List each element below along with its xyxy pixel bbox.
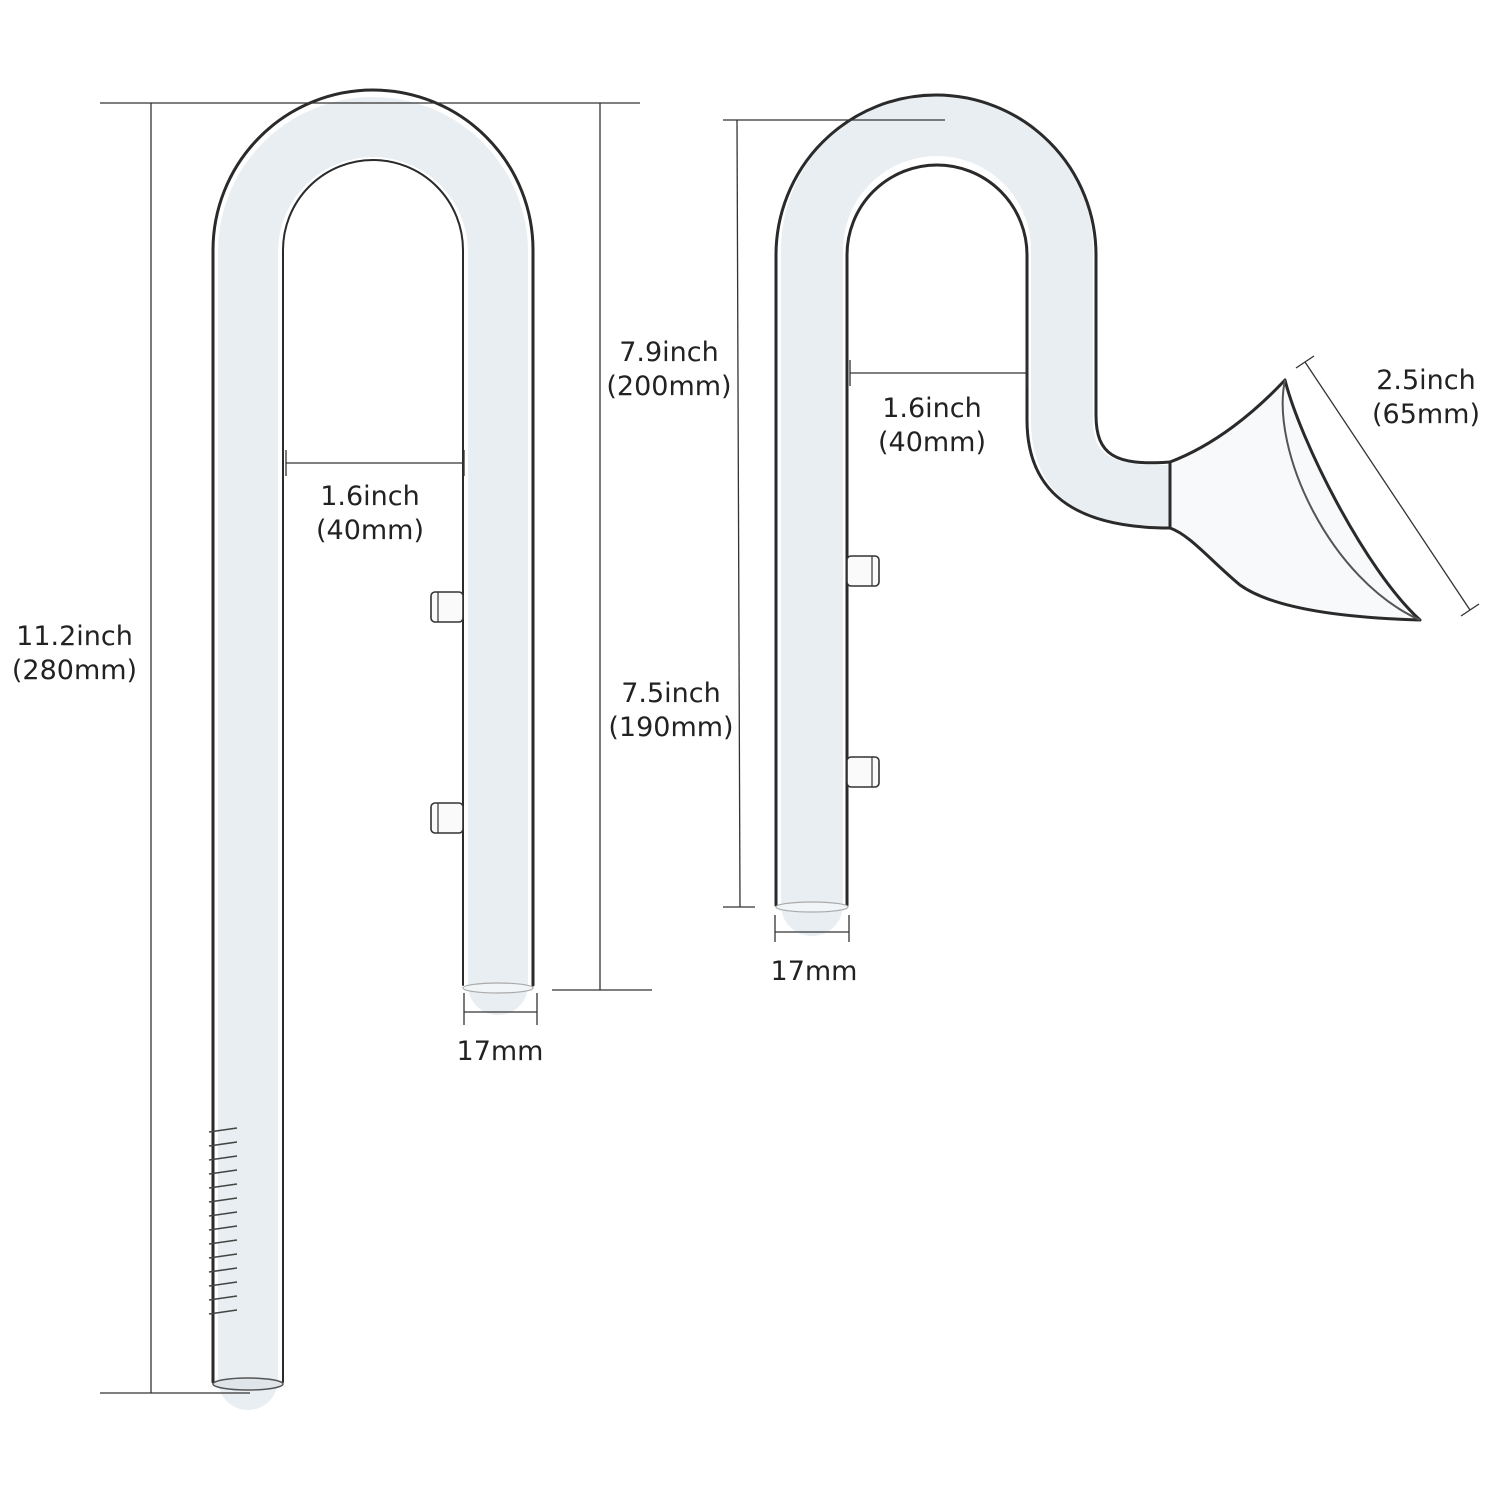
right-diameter-value: 17mm xyxy=(770,956,858,987)
right-outflow-pipe xyxy=(774,93,1422,936)
right-gap-inch: 1.6inch xyxy=(882,393,982,424)
right-gap-mm: (40mm) xyxy=(877,427,987,458)
right-height-dimension xyxy=(723,119,945,908)
right-gap-label: 1.6inch (40mm) xyxy=(862,392,1002,460)
left-height-inch: 11.2inch xyxy=(16,621,133,652)
right-height-inch: 7.5inch xyxy=(621,678,721,709)
left-gap-label: 1.6inch (40mm) xyxy=(300,480,440,548)
left-height-label: 11.2inch (280mm) xyxy=(2,620,147,688)
right-height-label: 7.5inch (190mm) xyxy=(600,677,742,745)
mouth-diameter-label: 2.5inch (65mm) xyxy=(1362,364,1490,432)
left-height-mm: (280mm) xyxy=(11,655,138,686)
left-height-dimension xyxy=(100,102,640,1394)
suction-cup-clip xyxy=(846,756,880,788)
left-leg-label: 7.9inch (200mm) xyxy=(596,336,742,404)
suction-cup-clip xyxy=(430,591,464,623)
left-leg-inch: 7.9inch xyxy=(619,337,719,368)
lily-mouth xyxy=(1168,378,1422,622)
suction-cup-clip xyxy=(846,555,880,587)
right-diameter-label: 17mm xyxy=(764,955,864,989)
left-diameter-dimension xyxy=(463,993,538,1025)
intake-slots xyxy=(208,1127,238,1315)
left-gap-dimension xyxy=(285,450,465,476)
right-height-mm: (190mm) xyxy=(608,712,734,743)
left-inflow-pipe xyxy=(208,88,535,1410)
mouth-diameter-mm: (65mm) xyxy=(1371,399,1481,430)
left-diameter-label: 17mm xyxy=(450,1035,550,1069)
suction-cup-clip xyxy=(430,802,464,834)
left-gap-inch: 1.6inch xyxy=(320,481,420,512)
left-leg-dimension xyxy=(552,103,652,991)
right-gap-dimension xyxy=(849,360,1028,386)
left-diameter-value: 17mm xyxy=(456,1036,544,1067)
right-diameter-dimension xyxy=(774,915,850,942)
left-leg-mm: (200mm) xyxy=(606,371,732,402)
mouth-diameter-dimension xyxy=(1295,355,1480,617)
left-gap-mm: (40mm) xyxy=(315,515,425,546)
mouth-diameter-inch: 2.5inch xyxy=(1376,365,1476,396)
